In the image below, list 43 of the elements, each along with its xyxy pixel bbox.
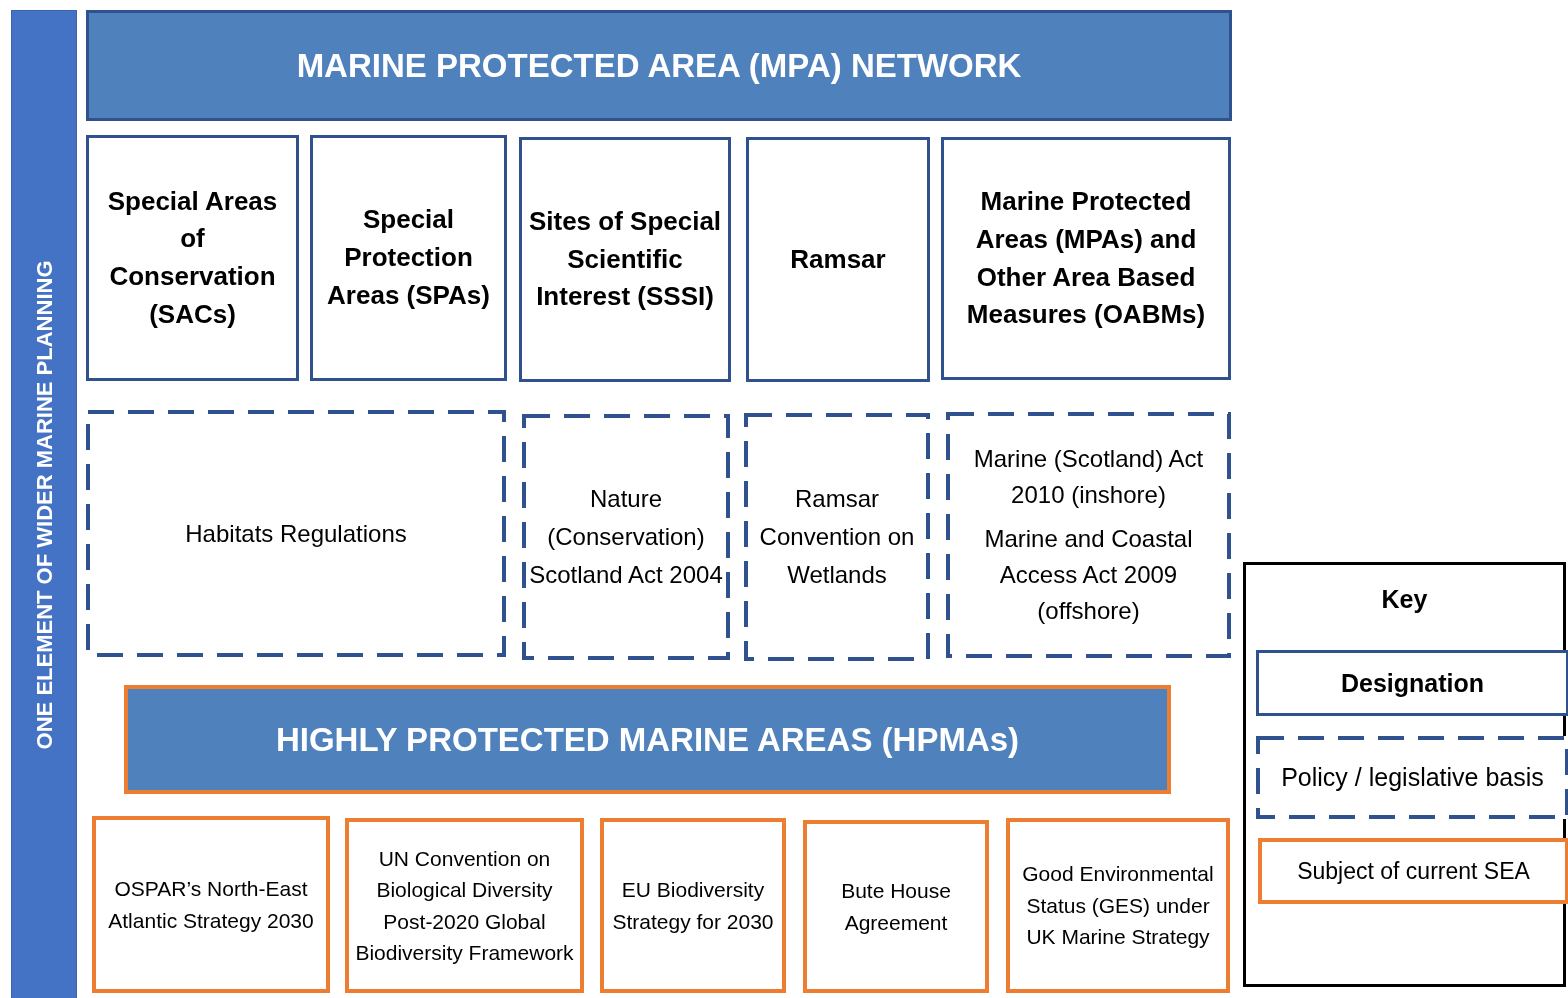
policy-box: [522, 414, 730, 660]
policy-box: [86, 410, 506, 657]
sea-box: [345, 818, 584, 993]
node-label: Ramsar: [789, 242, 887, 276]
policy-box: [946, 412, 1231, 658]
node-label: MARINE PROTECTED AREA (MPA) NETWORK: [295, 45, 1023, 86]
designation-box: [941, 137, 1231, 380]
key-panel: [1243, 562, 1566, 987]
designation-box: [746, 137, 930, 382]
side-band: [11, 10, 77, 998]
node-label: Habitats Regulations: [184, 518, 408, 549]
sea-box: [1006, 818, 1230, 993]
node-label: Nature (Conservation) Scotland Act 2004: [528, 484, 724, 590]
sea-box: [92, 816, 330, 993]
policy-box: [744, 413, 930, 661]
node-label: UN Convention on Biological Diversity Post-2020 Global Biodiversity Framework: [354, 845, 575, 966]
hpma-banner: [124, 685, 1171, 794]
node-label: Marine Protected Areas (MPAs) and Other Area Based Measures (OABMs): [965, 185, 1207, 332]
key-heading: Key: [1380, 584, 1429, 615]
node-label: Subject of current SEA: [1297, 856, 1530, 886]
designation-box: [310, 135, 507, 381]
node-label: Special Areas of Conservation (SACs): [106, 184, 279, 331]
node-label: Special Protection Areas (SPAs): [326, 203, 491, 312]
sea-box: [803, 820, 989, 993]
designation-box: [519, 137, 731, 382]
node-label: Good Environmental Status (GES) under UK Marine Strategy: [1021, 861, 1215, 951]
sea-box: [1258, 838, 1568, 904]
node-label: Policy / legislative basis: [1280, 762, 1545, 793]
node-label: Marine (Scotland) Act 2010 (inshore): [972, 444, 1205, 510]
designation-box: [86, 135, 299, 381]
node-label: EU Biodiversity Strategy for 2030: [611, 877, 775, 935]
title-banner: [86, 10, 1232, 121]
node-label: Designation: [1339, 667, 1486, 699]
node-label: Sites of Special Scientific Interest (SSSI): [527, 204, 723, 314]
designation-box: [1256, 650, 1568, 716]
node-label: HIGHLY PROTECTED MARINE AREAS (HPMAs): [274, 719, 1021, 760]
node-label: Ramsar Convention on Wetlands: [758, 484, 916, 590]
node-label: OSPAR’s North-East Atlantic Strategy 2030: [107, 876, 315, 934]
sea-box: [600, 818, 786, 993]
side-label: ONE ELEMENT OF WIDER MARINE PLANNING: [30, 259, 58, 752]
policy-box: [1256, 736, 1568, 819]
node-label: Bute House Agreement: [840, 878, 952, 936]
node-label: Marine and Coastal Access Act 2009 (offshore): [983, 524, 1194, 626]
